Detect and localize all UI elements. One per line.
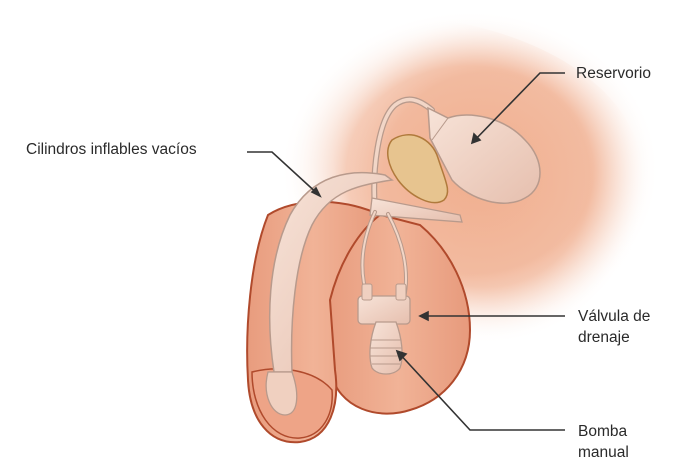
label-valvula: Válvula de drenaje [578, 306, 650, 348]
label-reservorio: Reservorio [576, 63, 651, 84]
label-valvula-line2: drenaje [578, 327, 650, 348]
label-valvula-line1: Válvula de [578, 306, 650, 327]
label-bomba: Bomba manual [578, 421, 629, 463]
pump-bulb [370, 322, 402, 374]
label-cilindros: Cilindros inflables vacíos [26, 139, 197, 160]
label-bomba-line1: Bomba [578, 421, 629, 442]
label-bomba-line2: manual [578, 442, 629, 463]
